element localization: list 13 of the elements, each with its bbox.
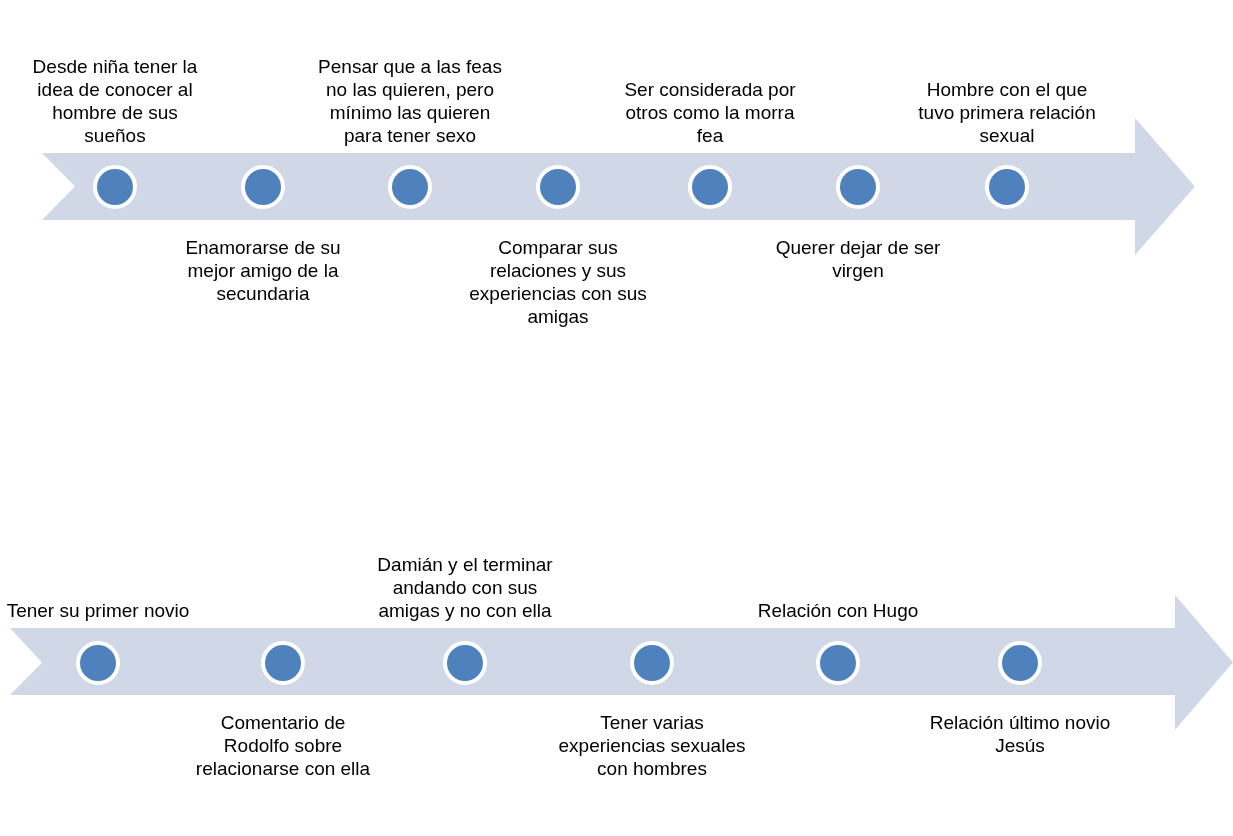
event-label: Querer dejar de ser virgen <box>774 236 942 282</box>
event-label: Tener su primer novio <box>5 599 191 622</box>
event-label: Ser considerada por otros como la morra fea <box>623 78 797 147</box>
event-label: Tener varias experiencias sexuales con hombres <box>557 711 747 780</box>
event-label: Enamorarse de su mejor amigo de la secundaria <box>184 236 342 305</box>
event-label: Pensar que a las feas no las quieren, pero mínimo las quieren para tener sexo <box>317 55 503 147</box>
event-label: Comentario de Rodolfo sobre relacionarse con ella <box>194 711 372 780</box>
event-label: Hombre con el que tuvo primera relación sexual <box>917 78 1097 147</box>
event-label: Desde niña tener la idea de conocer al hombre de sus sueños <box>31 55 199 147</box>
event-label: Relación con Hugo <box>756 599 920 622</box>
event-label: Damián y el terminar andando con sus amigas y no con ella <box>376 553 554 622</box>
event-label: Comparar sus relaciones y sus experiencias con sus amigas <box>468 236 648 328</box>
event-label: Relación último novio Jesús <box>928 711 1112 757</box>
